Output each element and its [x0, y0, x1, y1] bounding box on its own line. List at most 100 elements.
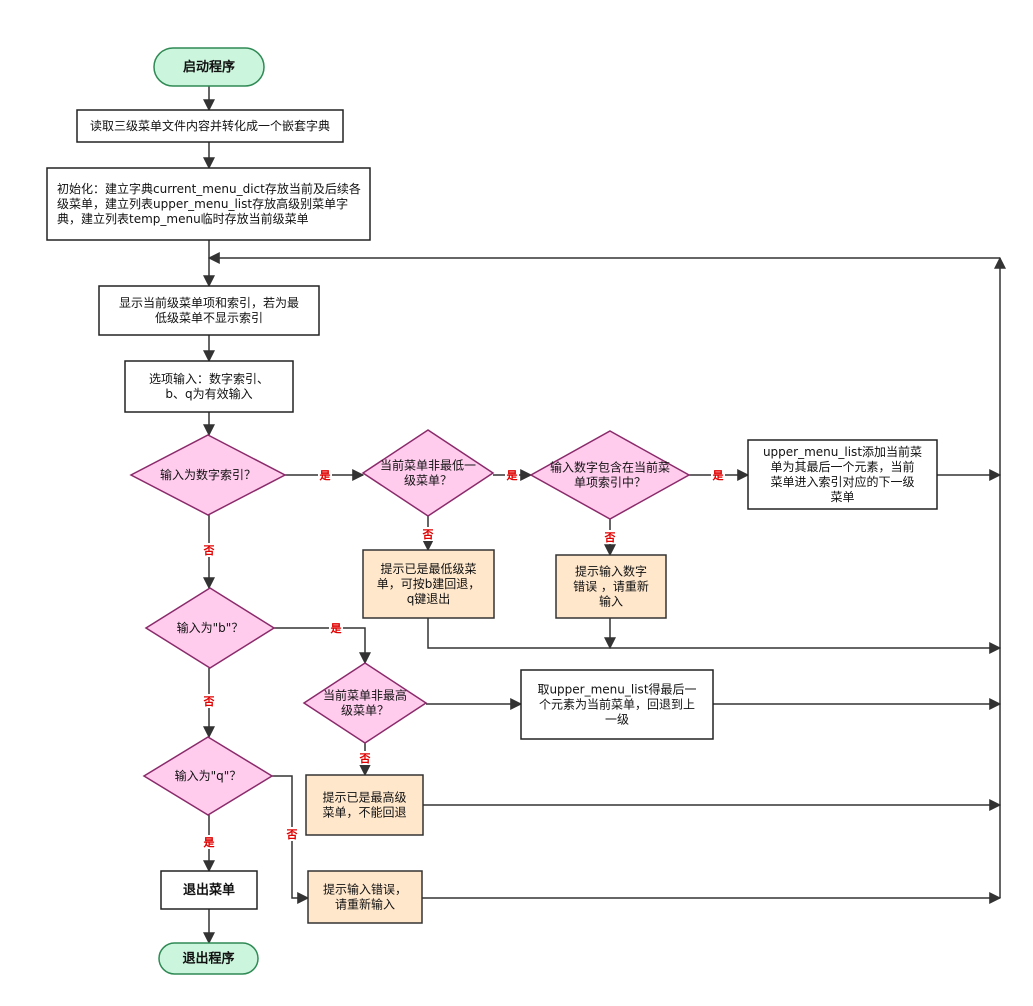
node-text-line: 初始化：建立字典current_menu_dict存放当前及后续各 [57, 181, 361, 196]
label-isq-no: 否 [286, 828, 298, 841]
node-text-line: 输入为"q"？ [175, 768, 242, 783]
decision-shape [361, 429, 495, 517]
edge-label-bg [202, 694, 216, 708]
label-inindex-yes: 是 [712, 469, 725, 482]
node-text-line: 当前菜单非最低一 [380, 458, 476, 473]
node-text-line: 显示当前级菜单项和索引，若为最 [119, 295, 299, 310]
node-text-line: 提示已是最高级 [322, 790, 406, 805]
process-box-shape [76, 109, 344, 143]
label-isnumber-yes: 是 [319, 469, 332, 482]
process-box-shape [46, 167, 371, 241]
node-text-line: 一级 [605, 713, 629, 727]
node-read-file: 读取三级菜单文件内容并转化成一个嵌套字典 [76, 109, 344, 143]
edge-label-bg [202, 543, 216, 557]
node-text-line: 菜单 [830, 490, 854, 504]
node-text-line: 错误 ，请重新 [573, 579, 649, 594]
decision-shape [529, 430, 691, 520]
node-text-line: 菜单，不能回退 [322, 806, 406, 820]
node-text-line: 单项索引中？ [574, 475, 646, 490]
node-text-line: upper_menu_list添加当前菜 [763, 444, 922, 459]
node-exit-program: 退出程序 [158, 942, 259, 975]
node-text-line: q键退出 [407, 592, 451, 606]
node-text-line: 启动程序 [183, 59, 235, 75]
process-box-shape [520, 669, 714, 740]
node-text-line: 个元素为当前菜单，回退到上 [539, 697, 695, 712]
node-is-b: 输入为"b"？ [144, 587, 276, 669]
edge-label-bg [358, 751, 372, 765]
node-text-line: 典，建立列表temp_menu临时存放当前级菜单 [57, 211, 309, 226]
warning-box-shape [307, 870, 423, 924]
node-text-line: 级菜单？ [404, 474, 452, 488]
node-text-line: 退出菜单 [183, 882, 235, 898]
process-box-shape [160, 870, 258, 910]
edge-label-bg [711, 468, 725, 482]
node-text-line: 提示输入数字 [575, 564, 647, 579]
node-text-line: 级菜单？ [341, 704, 389, 718]
node-input-err-tip: 提示输入错误，请重新输入 [307, 870, 423, 924]
node-option-input: 选项输入：数字索引、b、q为有效输入 [124, 360, 294, 413]
warning-box-shape [555, 554, 667, 619]
decision-shape [142, 736, 274, 816]
node-text-line: 输入为"b"？ [177, 620, 244, 635]
edge-isb-yes [274, 627, 371, 665]
node-enter-sub: upper_menu_list添加当前菜单为其最后一个元素，当前菜单进入索引对应… [747, 439, 938, 510]
node-text-line: 读取三级菜单文件内容并转化成一个嵌套字典 [90, 118, 330, 133]
label-isb-yes: 是 [330, 622, 343, 635]
node-init: 初始化：建立字典current_menu_dict存放当前及后续各级菜单，建立列… [46, 167, 371, 241]
edge-label-bg [603, 530, 617, 544]
edge-label-bg [421, 527, 435, 541]
edge-label-bg [285, 827, 299, 841]
node-text-line: 单为其最后一个元素，当前 [770, 459, 914, 474]
node-text-line: 级菜单，建立列表upper_menu_list存放高级别菜单字 [57, 196, 348, 211]
edge-label-bg [505, 468, 519, 482]
process-box-shape [98, 285, 320, 336]
terminal-shape [153, 47, 265, 87]
node-text-line: 当前菜单非最高 [323, 688, 407, 703]
label-isb-no: 否 [203, 695, 215, 708]
node-text-line: b、q为有效输入 [165, 386, 252, 401]
node-text-line: 请重新输入 [335, 897, 395, 912]
node-text-line: 选项输入：数字索引、 [149, 371, 269, 386]
decision-shape [144, 587, 276, 669]
nodes: 启动程序读取三级菜单文件内容并转化成一个嵌套字典初始化：建立字典current_… [46, 47, 938, 975]
edge-lowesttip-bus [427, 618, 1002, 654]
node-text-line: 单，可按b建回退， [377, 577, 481, 591]
node-text-line: 提示已是最低级菜 [380, 561, 476, 576]
edge-labels: 是是是否否否是否否是否 [202, 468, 725, 849]
label-inindex-no: 否 [604, 531, 616, 544]
node-text-line: 菜单进入索引对应的下一级 [770, 474, 914, 489]
edge-label-bg [318, 468, 332, 482]
process-box-shape [747, 439, 938, 510]
label-nothighest-no: 否 [359, 752, 371, 765]
edge-label-bg [329, 621, 343, 635]
label-notlowest-yes: 是 [506, 469, 519, 482]
node-text-line: 输入为数字索引？ [160, 467, 256, 482]
node-exit-menu: 退出菜单 [160, 870, 258, 910]
node-text-line: 退出程序 [182, 951, 234, 967]
node-text-line: 输入 [599, 594, 623, 609]
process-box-shape [124, 360, 294, 413]
label-notlowest-no: 否 [422, 528, 434, 541]
node-text-line: 提示输入错误， [323, 882, 407, 897]
decision-shape [129, 434, 287, 516]
node-text-line: 低级菜单不显示索引 [155, 311, 263, 325]
node-is-q: 输入为"q"？ [142, 736, 274, 816]
node-text-line: 取upper_menu_list得最后一 [537, 682, 696, 697]
decision-shape [302, 662, 428, 744]
label-isnumber-no: 否 [203, 544, 215, 557]
edge-label-bg [202, 835, 216, 849]
node-is-number: 输入为数字索引？ [129, 434, 287, 516]
warning-box-shape [305, 774, 424, 836]
node-text-line: 输入数字包含在当前菜 [550, 460, 670, 475]
node-start: 启动程序 [153, 47, 265, 87]
